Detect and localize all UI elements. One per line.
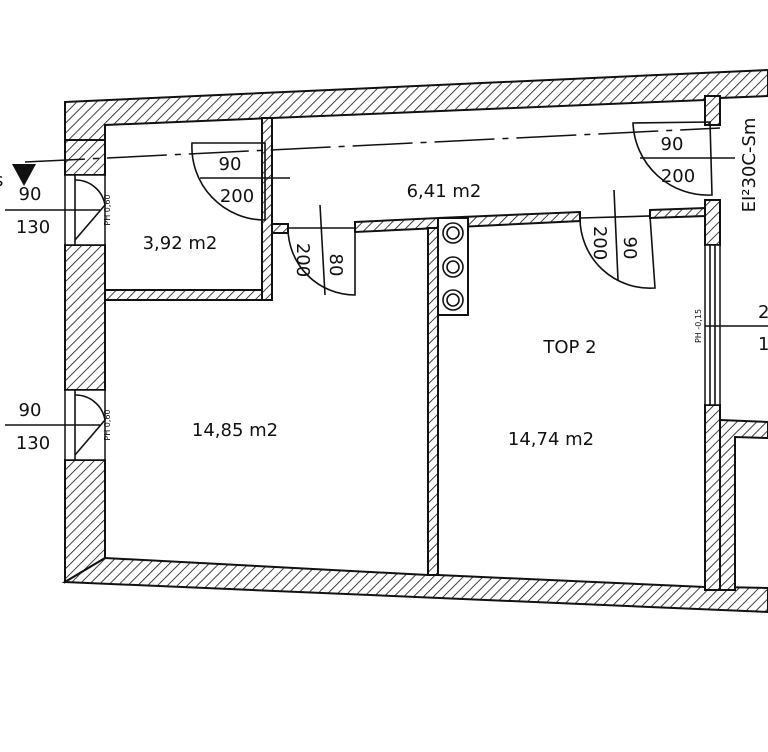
- edge-fragment: s: [0, 170, 3, 191]
- corridor-wall-left: [271, 223, 289, 234]
- corridor-wall-mid: [354, 216, 439, 234]
- window-sill: PH 0,60: [103, 409, 112, 440]
- window-width: 200: [758, 302, 768, 323]
- window-width: 90: [19, 184, 42, 205]
- door-height: 200: [292, 243, 313, 277]
- wall-storage-corridor: [261, 117, 273, 301]
- door-height: 200: [589, 226, 610, 260]
- outer-wall-left-mid: [64, 244, 106, 391]
- wall-between-rooms: [427, 227, 439, 576]
- walls: [61, 68, 768, 614]
- neighbour-wall: [719, 418, 768, 591]
- room-area-corridor: 6,41 m2: [407, 181, 482, 202]
- unit-label: TOP 2: [542, 337, 596, 358]
- outer-wall-top: [64, 68, 768, 141]
- room-area-room-1: 14,85 m2: [192, 420, 278, 441]
- section-line: [24, 127, 721, 163]
- outer-wall-bottom: [61, 556, 768, 614]
- door-room: 200 80: [287, 204, 356, 296]
- door-entrance: 90 200 EI²30C-Sm: [632, 118, 760, 213]
- door-top2: 200 90: [579, 189, 656, 289]
- door-width: 90: [619, 237, 640, 260]
- right-wall-bottom: [704, 404, 721, 591]
- window-right: 200 150 PH -0,15: [694, 244, 768, 406]
- outer-wall-left-top: [64, 139, 106, 176]
- window-width: 90: [19, 400, 42, 421]
- right-wall-top: [704, 95, 721, 126]
- door-storage: 90 200: [191, 142, 290, 221]
- window-sill: PH 0,60: [103, 194, 112, 225]
- window-height: 150: [758, 334, 768, 355]
- installation-shaft: [437, 217, 469, 316]
- window-left-top: 90 130 PH 0,60: [5, 174, 112, 246]
- right-wall-mid: [704, 199, 721, 246]
- room-area-room-2: 14,74 m2: [508, 429, 594, 450]
- door-width: 90: [219, 154, 242, 175]
- wall-storage-room: [104, 289, 263, 301]
- door-width: 80: [325, 254, 346, 277]
- window-sill: PH -0,15: [694, 309, 703, 343]
- window-left-bottom: 90 130 PH 0,60: [5, 389, 112, 461]
- section-marker-icon: [12, 164, 36, 186]
- fire-door-label: EI²30C-Sm: [739, 118, 760, 213]
- door-width: 90: [661, 134, 684, 155]
- window-height: 130: [16, 433, 50, 454]
- window-height: 130: [16, 217, 50, 238]
- door-height: 200: [220, 186, 254, 207]
- corridor-wall-far: [649, 206, 706, 220]
- room-area-storage: 3,92 m2: [143, 233, 218, 254]
- door-height: 200: [661, 166, 695, 187]
